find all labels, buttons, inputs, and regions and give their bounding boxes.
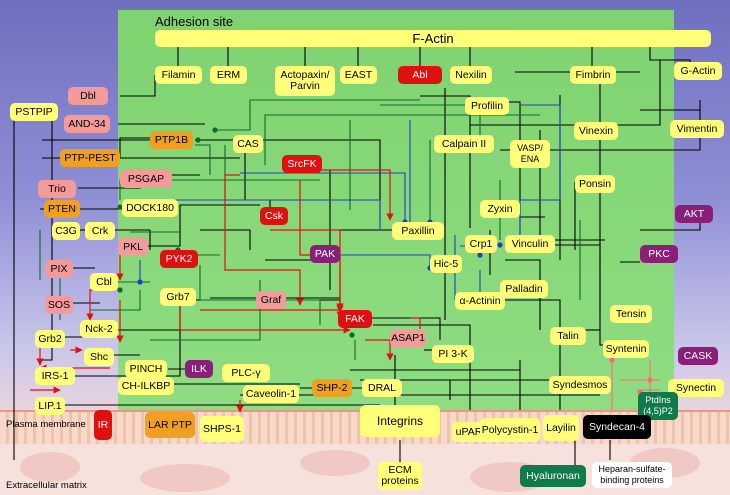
- node-pi3k: PI 3-K: [432, 345, 474, 363]
- node-vinculin: Vinculin: [505, 235, 555, 253]
- node-ilk: ILK: [185, 360, 213, 378]
- node-syndecan: Syndecan-4: [583, 415, 651, 439]
- node-pyk2: PYK2: [160, 250, 198, 268]
- node-cask: CASK: [678, 347, 718, 365]
- node-syndectin: Synectin: [668, 379, 724, 397]
- node-grb7: Grb7: [160, 288, 196, 306]
- node-psgap: PSGAP: [120, 170, 172, 188]
- node-ir: IR: [94, 410, 112, 440]
- node-ponsin: Ponsin: [575, 175, 615, 193]
- node-crp1: Crp1: [465, 235, 497, 253]
- node-crk: Crk: [85, 222, 115, 240]
- node-c3g: C3G: [52, 222, 80, 240]
- node-upar: uPAR: [452, 422, 486, 442]
- node-grb2: Grb2: [35, 330, 65, 348]
- node-chilkbp: CH-ILKBP: [118, 377, 174, 395]
- node-talin: Talin: [550, 327, 586, 345]
- black-links: [13, 47, 701, 465]
- node-calpain: Calpain II: [434, 135, 494, 153]
- node-cbl: Cbl: [90, 273, 118, 291]
- node-ptp1b: PTP1B: [150, 131, 193, 149]
- green-links: [39, 99, 581, 360]
- node-pkl: PKL: [118, 238, 148, 256]
- node-caveolin: Caveolin-1: [243, 385, 299, 403]
- node-sos: SOS: [45, 296, 73, 314]
- node-syndesmos: Syndesmos: [549, 376, 611, 394]
- adhesion-site-title: Adhesion site: [155, 14, 234, 29]
- membrane-label: Plasma membrane: [6, 419, 86, 430]
- node-gactin: G-Actin: [674, 62, 722, 80]
- node-vinexin: Vinexin: [574, 122, 618, 140]
- node-asap1: ASAP1: [390, 329, 426, 347]
- node-syntenin: Syntenin: [603, 340, 649, 358]
- node-pinch: PINCH: [125, 360, 167, 378]
- node-pak: PAK: [310, 245, 340, 263]
- node-dbl: Dbl: [68, 87, 108, 105]
- node-and34: AND-34: [64, 115, 110, 133]
- node-akt: AKT: [675, 205, 713, 223]
- node-factin: F-Actin: [155, 30, 711, 47]
- node-plcg: PLC-γ: [222, 364, 270, 382]
- node-palladin: Palladin: [500, 280, 548, 298]
- node-dral: DRAL: [362, 379, 402, 397]
- pink-dots: [609, 357, 653, 395]
- node-srcfk: SrcFK: [282, 155, 322, 173]
- node-irs1: IRS-1: [35, 367, 75, 385]
- node-graf: Graf: [256, 291, 286, 309]
- node-trio: Trio: [38, 180, 76, 198]
- node-shp2: SHP-2: [312, 379, 352, 397]
- node-shc: Shc: [84, 348, 114, 366]
- node-actopaxin: Actopaxin/ Parvin: [275, 66, 335, 96]
- node-fak: FAK: [338, 310, 372, 328]
- node-fimbrin: Fimbrin: [570, 66, 616, 84]
- node-ptppest: PTP-PEST: [60, 149, 120, 167]
- node-dock180: DOCK180: [122, 199, 178, 217]
- node-profilin: Profilin: [465, 97, 509, 115]
- node-hic5: Hic-5: [430, 255, 462, 273]
- ecm-label: Extracellular matrix: [6, 480, 87, 491]
- node-csk: Csk: [260, 207, 288, 225]
- node-cas: CAS: [233, 135, 263, 153]
- node-pkc: PKC: [640, 245, 678, 263]
- node-zyxin: Zyxin: [480, 200, 520, 218]
- node-east: EAST: [340, 66, 377, 84]
- node-nck2: Nck-2: [80, 320, 118, 338]
- node-integrins: Integrins: [360, 405, 440, 437]
- node-lip1: LIP.1: [35, 397, 65, 415]
- node-larptp: LAR PTP: [145, 412, 195, 438]
- node-hsbp: Heparan-sulfate- binding proteins: [592, 462, 672, 488]
- node-paxillin: Paxillin: [392, 222, 444, 240]
- node-actinin: α-Actinin: [455, 292, 505, 310]
- node-erm: ERM: [210, 66, 247, 84]
- node-ecm-proteins: ECM proteins: [378, 462, 422, 490]
- node-tensin: Tensin: [610, 305, 652, 323]
- node-nexilin: Nexilin: [450, 66, 492, 84]
- node-pten: PTEN: [44, 200, 80, 218]
- node-layilin: Layilin: [543, 415, 579, 441]
- node-vasp: VASP/ ENA: [510, 140, 550, 168]
- node-pstpip: PSTPIP: [10, 103, 58, 121]
- node-vimentin: Vimentin: [670, 120, 724, 138]
- node-hyaluronan: Hyaluronan: [520, 465, 586, 487]
- node-shps1: SHPS-1: [200, 416, 244, 442]
- node-abl: Abl: [398, 66, 442, 84]
- node-pix: PIX: [45, 260, 73, 278]
- node-polycystin: Polycystin-1: [480, 418, 540, 442]
- node-filamin: Filamin: [155, 66, 202, 84]
